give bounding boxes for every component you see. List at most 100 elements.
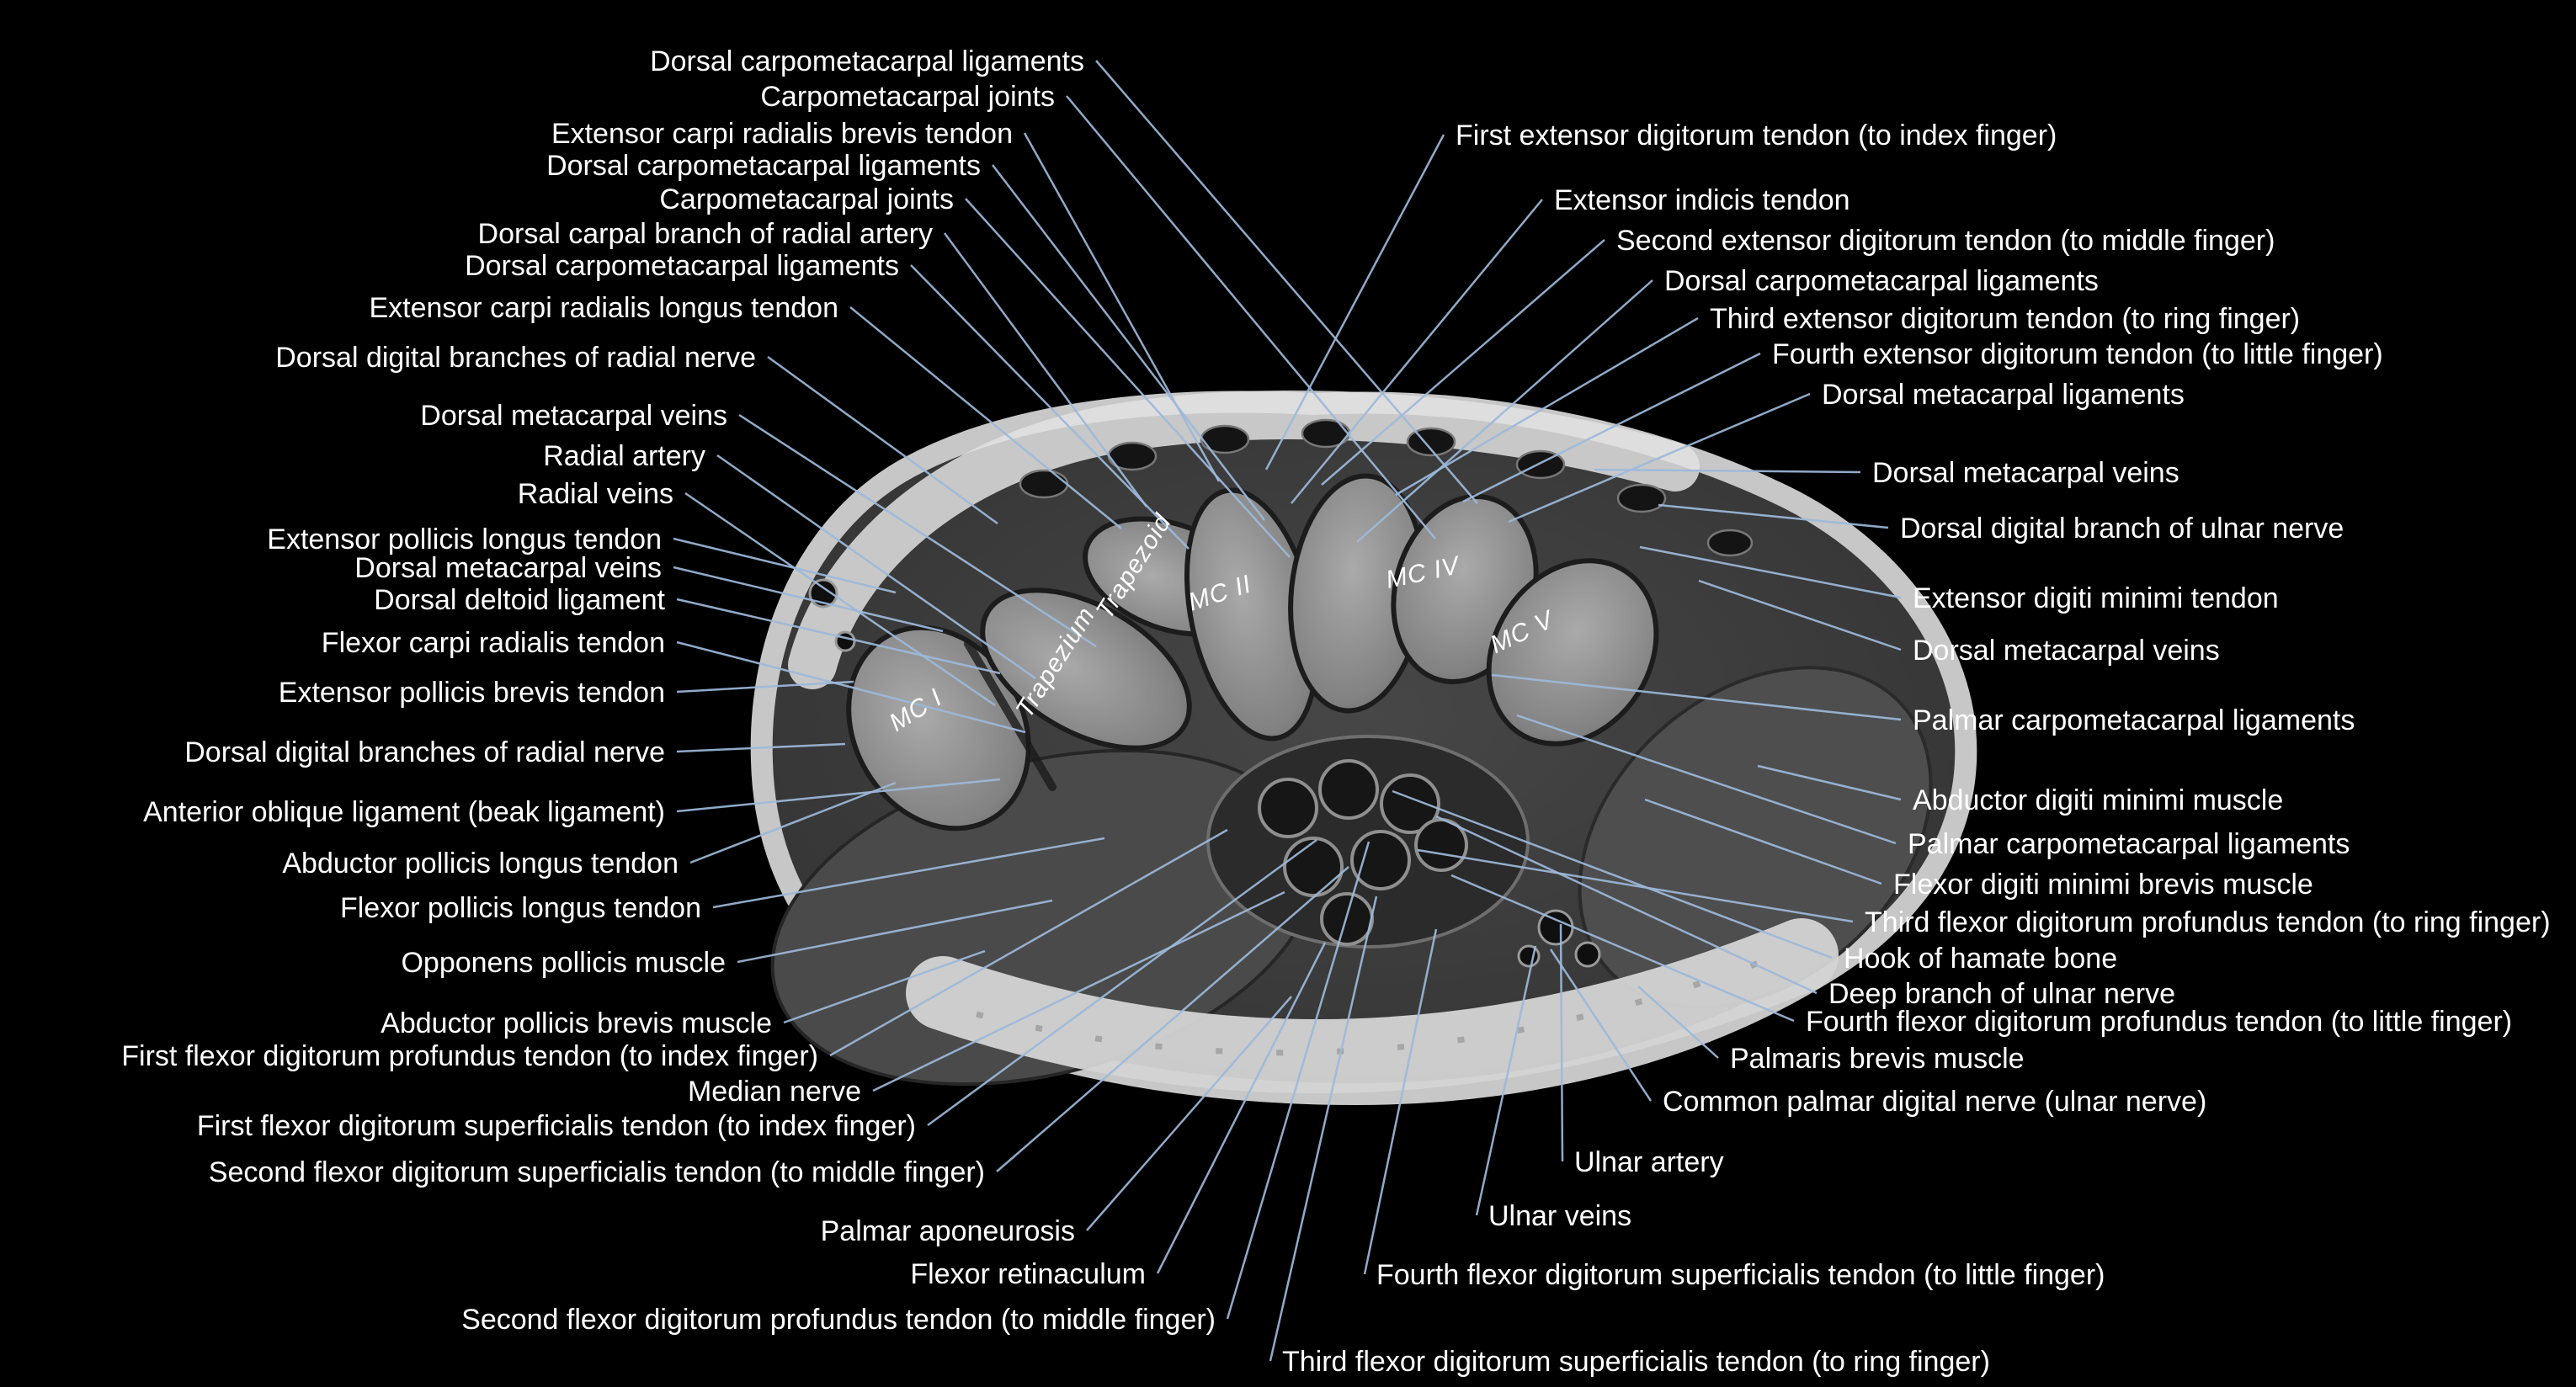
anatomy-label: Extensor pollicis longus tendon <box>267 523 662 555</box>
leader-line <box>1516 714 1897 845</box>
leader-line <box>673 566 944 633</box>
leader-line <box>1698 579 1902 651</box>
anatomy-label: Dorsal digital branch of ulnar nerve <box>1900 513 2344 545</box>
anatomy-label: Extensor digiti minimi tendon <box>1913 582 2279 614</box>
leader-line <box>1475 945 1537 1216</box>
leader-line <box>1321 239 1605 486</box>
anatomy-label: Palmaris brevis muscle <box>1730 1043 2025 1075</box>
anatomy-label: Extensor carpi radialis longus tendon <box>369 292 838 324</box>
anatomy-label: Extensor pollicis brevis tendon <box>279 677 665 709</box>
leader-line <box>1156 942 1327 1274</box>
anatomy-label: Dorsal metacarpal veins <box>354 552 662 584</box>
anatomy-label: Dorsal carpometacarpal ligaments <box>465 250 899 282</box>
flexor-tendon-circle <box>1380 773 1440 834</box>
extensor-tendon-oval <box>1406 427 1456 457</box>
anatomy-label: Fourth flexor digitorum superficialis te… <box>1376 1259 2105 1291</box>
leader-line <box>1291 199 1543 504</box>
leader-line <box>676 742 846 753</box>
anatomy-label: Dorsal metacarpal veins <box>420 400 727 432</box>
leader-line <box>738 413 1097 648</box>
leader-line <box>1757 764 1902 801</box>
leader-line <box>676 598 1001 675</box>
anatomy-label: Common palmar digital nerve (ulnar nerve… <box>1663 1086 2206 1118</box>
leader-line <box>1450 874 1795 1023</box>
leader-line <box>1491 673 1902 721</box>
leader-line <box>943 232 1148 508</box>
mri-cross-section <box>750 391 1977 1106</box>
anatomy-label: Second extensor digitorum tendon (to mid… <box>1616 225 2275 257</box>
anatomy-label: Ulnar artery <box>1574 1146 1724 1178</box>
anatomy-label: First flexor digitorum superficialis ten… <box>197 1110 916 1142</box>
extensor-tendon-oval <box>1706 529 1754 557</box>
leader-line <box>767 355 998 525</box>
intermuscular-crease <box>964 640 1056 791</box>
anatomy-label: Second flexor digitorum profundus tendon… <box>461 1304 1216 1336</box>
anatomy-label: Third flexor digitorum profundus tendon … <box>1865 906 2551 938</box>
leader-line <box>676 778 1001 813</box>
leader-line <box>737 899 1053 964</box>
leader-line <box>684 492 996 707</box>
leader-line <box>1462 352 1761 503</box>
anatomy-label: Anterior oblique ligament (beak ligament… <box>143 796 665 828</box>
palmar-fat-band <box>906 918 1839 1093</box>
extensor-tendon-oval <box>1616 483 1667 513</box>
flexor-tendon-circles <box>1258 759 1468 946</box>
leader-line <box>1066 95 1436 539</box>
leader-line <box>1639 545 1902 599</box>
flexor-tendon-circle <box>1283 837 1344 897</box>
leader-line <box>689 781 897 864</box>
anatomy-label: Fourth flexor digitorum profundus tendon… <box>1806 1006 2512 1038</box>
anatomy-label: Dorsal carpometacarpal ligaments <box>1664 265 2099 297</box>
leader-line <box>1395 316 1699 497</box>
leader-line <box>1226 841 1370 1320</box>
leader-line <box>1559 923 1564 1162</box>
leader-line <box>1356 279 1653 543</box>
leader-line <box>910 264 1190 550</box>
anatomy-label: Palmar aponeurosis <box>821 1215 1075 1247</box>
leader-line <box>716 454 1036 680</box>
leader-line <box>1363 928 1438 1275</box>
extensor-tendon-oval <box>1019 469 1069 499</box>
leader-line <box>829 828 1228 1057</box>
anatomy-label: Flexor pollicis longus tendon <box>340 892 701 924</box>
anatomy-label: Dorsal digital branches of radial nerve <box>275 342 756 374</box>
radial-vessel-circle <box>808 578 838 608</box>
flexor-tendon-circle <box>1258 778 1318 838</box>
anatomy-label: Dorsal carpometacarpal ligaments <box>546 150 981 182</box>
leader-line <box>1549 949 1653 1102</box>
anatomy-label: Fourth extensor digitorum tendon (to lit… <box>1772 338 2383 370</box>
anatomy-label: Dorsal carpometacarpal ligaments <box>650 45 1084 77</box>
leader-line <box>1417 848 1854 923</box>
leader-line <box>1086 996 1292 1231</box>
anatomy-label: First flexor digitorum profundus tendon … <box>121 1040 818 1072</box>
anatomy-label: Flexor retinaculum <box>910 1258 1146 1290</box>
leader-line <box>872 890 1285 1092</box>
anatomy-label: Third extensor digitorum tendon (to ring… <box>1710 303 2300 335</box>
anatomy-label: Third flexor digitorum superficialis ten… <box>1282 1346 1990 1378</box>
anatomy-label: Abductor pollicis brevis muscle <box>381 1007 772 1039</box>
leader-line <box>1435 815 1818 995</box>
anatomy-label: Dorsal metacarpal veins <box>1872 457 2179 489</box>
anatomy-label: Hook of hamate bone <box>1844 943 2117 975</box>
anatomy-label: Dorsal digital branches of radial nerve <box>184 736 665 768</box>
anatomy-label: Extensor carpi radialis brevis tendon <box>551 118 1013 150</box>
anatomy-label: Palmar carpometacarpal ligaments <box>1913 704 2355 736</box>
anatomy-label: Dorsal deltoid ligament <box>374 584 665 616</box>
bone-trapezium <box>980 587 1192 751</box>
leader-line <box>676 640 1026 734</box>
extensor-tendon-oval <box>1200 424 1250 454</box>
leader-line <box>1658 503 1889 529</box>
vessel-circles <box>808 578 1601 968</box>
leader-line <box>849 306 1122 529</box>
leader-line <box>965 198 1291 558</box>
anatomy-label: Abductor pollicis longus tendon <box>282 848 679 879</box>
anatomy-label: Abductor digiti minimi muscle <box>1913 784 2283 816</box>
anatomy-label: Extensor indicis tendon <box>1554 184 1850 216</box>
anatomy-label: Carpometacarpal joints <box>760 81 1055 113</box>
leader-line <box>1637 986 1719 1059</box>
leader-line <box>1095 60 1478 504</box>
leader-line <box>783 949 986 1024</box>
leader-line <box>1594 468 1861 474</box>
anatomy-label: Dorsal metacarpal ligaments <box>1822 379 2185 411</box>
